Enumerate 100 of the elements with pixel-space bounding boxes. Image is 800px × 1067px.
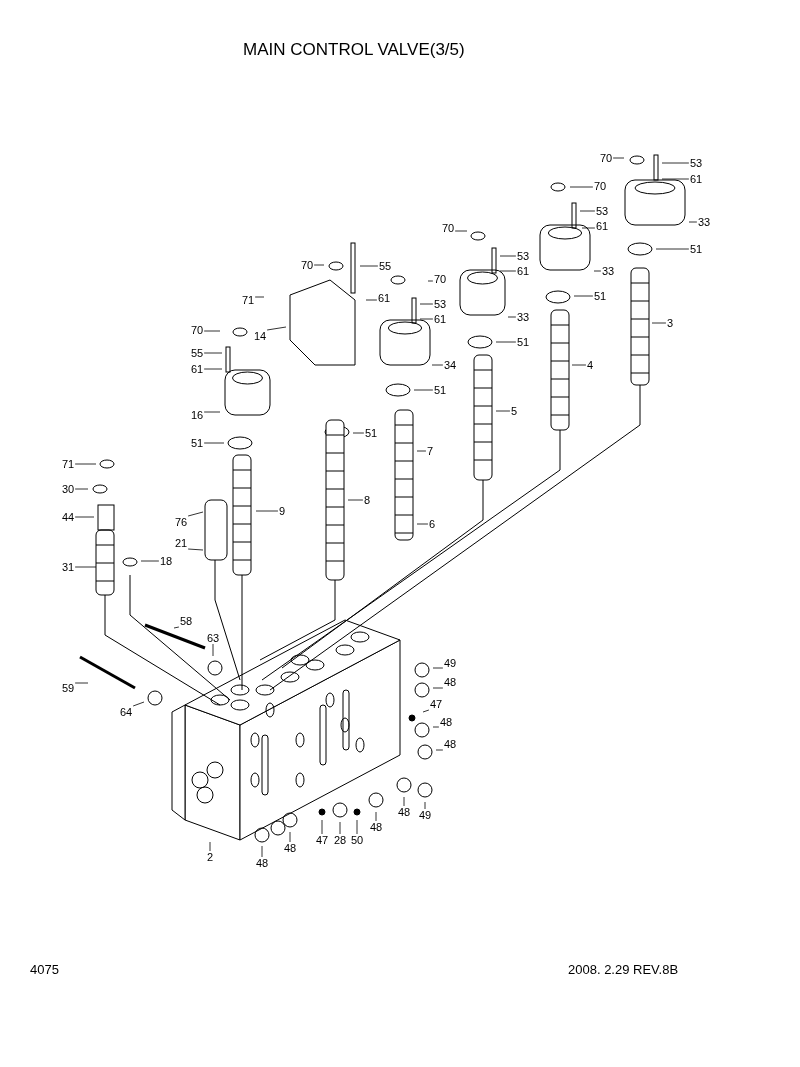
callout-number: 48 [282,842,298,854]
callout-number: 71 [240,294,256,306]
callout-number: 28 [332,834,348,846]
callout-number: 30 [60,483,76,495]
leader-line [651,322,667,324]
leader-line [655,248,690,250]
callout-number: 61 [432,313,448,325]
callout-number: 8 [362,494,372,506]
leader-line [495,410,511,412]
leader-line [74,463,97,465]
leader-line [356,819,358,835]
leader-line [688,221,698,223]
leader-line [203,352,223,354]
leader-line [173,626,180,629]
callout-number: 33 [515,311,531,323]
leader-line [132,701,145,707]
callout-number: 51 [363,427,379,439]
leader-line [416,450,427,452]
callout-number: 7 [425,445,435,457]
leader-line [419,303,434,305]
leader-line [74,682,89,684]
callout-number: 33 [696,216,712,228]
leader-line [74,566,97,568]
callout-number: 61 [515,265,531,277]
callout-number: 9 [277,505,287,517]
callout-number: 48 [254,857,270,869]
leader-line [187,548,204,551]
callout-number: 48 [442,676,458,688]
leader-line [254,296,265,298]
leader-line [499,255,517,257]
leader-line [569,186,594,188]
callout-number: 53 [594,205,610,217]
page-number: 4075 [30,962,59,977]
callout-number: 34 [442,359,458,371]
callout-number: 58 [178,615,194,627]
leader-line [209,841,211,852]
callout-number: 14 [252,330,268,342]
callout-number: 61 [189,363,205,375]
leader-line [593,270,602,272]
callout-number: 70 [598,152,614,164]
leader-line [347,499,364,501]
callout-number: 61 [594,220,610,232]
leader-line [261,845,263,858]
leader-line [203,330,221,332]
leader-line [571,364,587,366]
callout-number: 53 [515,250,531,262]
callout-number: 59 [60,682,76,694]
callout-number: 51 [515,336,531,348]
leader-line [432,687,444,689]
callout-number: 51 [688,243,704,255]
callout-number: 44 [60,511,76,523]
callout-number: 18 [158,555,174,567]
callout-number: 48 [368,821,384,833]
callout-number: 50 [349,834,365,846]
revision-date: 2008. 2.29 REV.8B [568,962,679,977]
leader-line [375,811,377,822]
callout-number: 51 [189,437,205,449]
leader-line [352,432,365,434]
callout-number: 33 [600,265,616,277]
callout-number: 4 [585,359,595,371]
leader-line [416,523,429,525]
leader-line [266,326,287,331]
leader-line [435,749,444,751]
callout-number: 47 [428,698,444,710]
leader-line [422,709,430,713]
callout-number: 70 [432,273,448,285]
leader-line [359,265,379,267]
leader-line [612,157,625,159]
leader-line [289,831,291,843]
leader-line [321,819,323,835]
callout-number: 48 [442,738,458,750]
leader-line [203,368,223,370]
callout-number: 49 [417,809,433,821]
callout-number: 55 [377,260,393,272]
leader-line [203,411,221,413]
leader-line [74,488,89,490]
leader-line [74,516,95,518]
diagram-title: MAIN CONTROL VALVE(3/5) [243,40,465,60]
callout-number: 53 [688,157,704,169]
leader-line [424,801,426,810]
callout-number: 70 [189,324,205,336]
callout-number: 16 [189,409,205,421]
leader-line [499,270,517,272]
callout-number: 49 [442,657,458,669]
callout-number: 70 [440,222,456,234]
leader-line [413,389,434,391]
leader-line [140,560,160,562]
callout-number: 64 [118,706,134,718]
leader-line [579,210,596,212]
leader-line [573,295,594,297]
callout-number: 48 [396,806,412,818]
leader-line [339,821,341,835]
leader-line [432,726,440,728]
callout-number: 5 [509,405,519,417]
callout-number: 55 [189,347,205,359]
callout-number: 6 [427,518,437,530]
callout-number: 31 [60,561,76,573]
callout-number: 70 [299,259,315,271]
leader-line [427,280,434,282]
callout-number: 51 [432,384,448,396]
